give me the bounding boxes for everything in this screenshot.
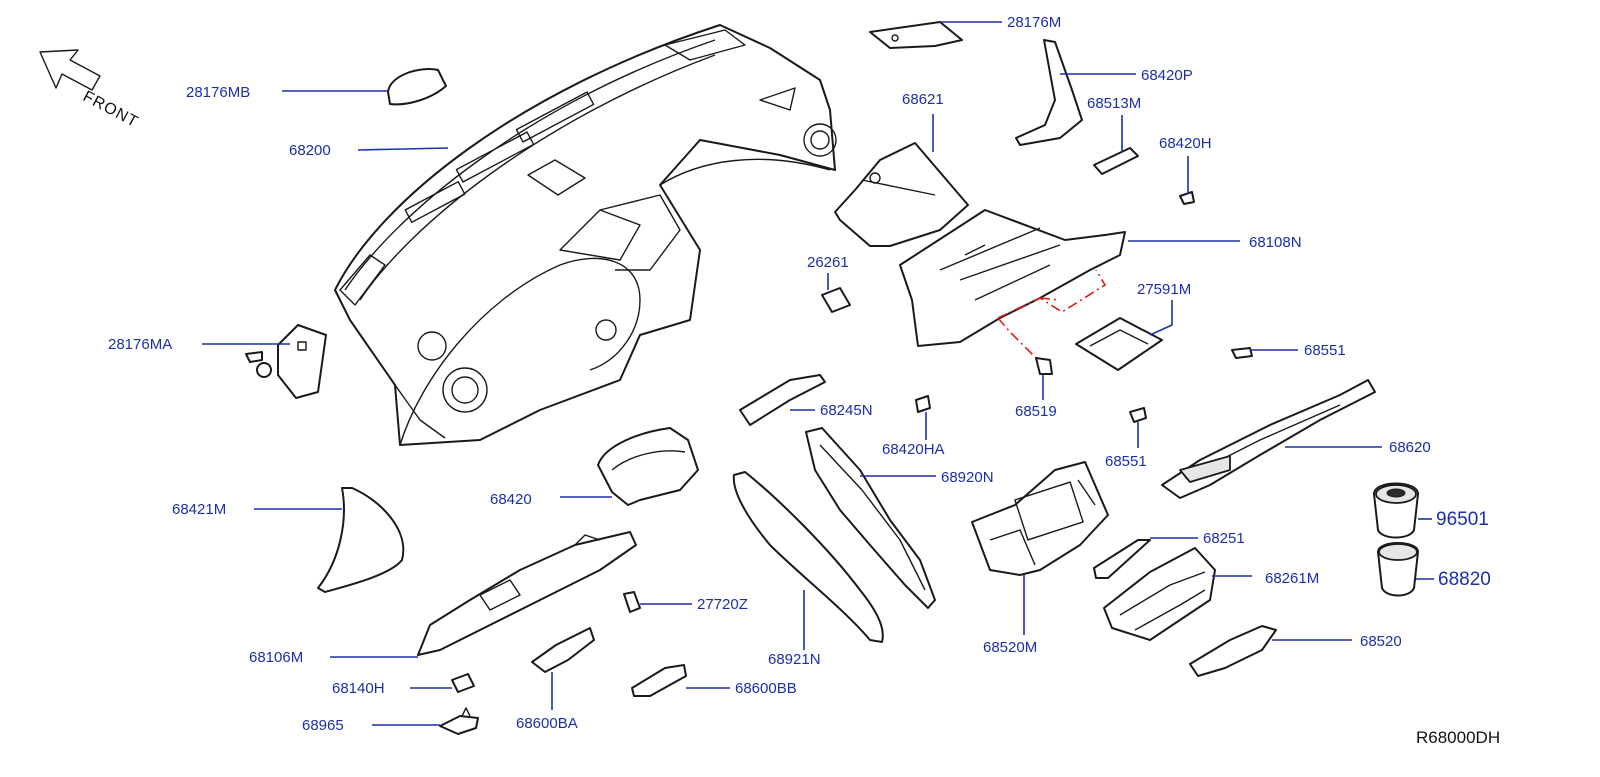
reference-code: R68000DH bbox=[1416, 728, 1501, 747]
strip-68251 bbox=[1093, 539, 1151, 579]
clip-68551-upper bbox=[1231, 347, 1253, 359]
label-68251: 68251 bbox=[1203, 530, 1245, 547]
bracket-68245N bbox=[739, 374, 826, 426]
label-28176MB: 28176MB bbox=[186, 84, 251, 101]
label-68420HA: 68420HA bbox=[882, 441, 945, 458]
label-26261: 26261 bbox=[807, 254, 849, 271]
clip-27720Z bbox=[623, 591, 641, 613]
clip-68420HA bbox=[915, 395, 931, 413]
label-68420: 68420 bbox=[490, 491, 532, 508]
filter-27591M bbox=[1075, 317, 1163, 371]
label-68621: 68621 bbox=[902, 91, 944, 108]
label-68920N: 68920N bbox=[941, 469, 994, 486]
label-68520: 68520 bbox=[1360, 633, 1402, 650]
label-27720Z: 27720Z bbox=[697, 596, 748, 613]
label-68106M: 68106M bbox=[249, 649, 304, 666]
cap-28176MB bbox=[387, 68, 447, 106]
label-68140H: 68140H bbox=[332, 680, 385, 697]
pad-68140H bbox=[451, 673, 475, 693]
cup-holder-68820 bbox=[1377, 542, 1419, 597]
dashed-link bbox=[997, 269, 1107, 363]
bulb-26261 bbox=[821, 287, 851, 313]
label-68245N: 68245N bbox=[820, 402, 873, 419]
label-68921N: 68921N bbox=[768, 651, 821, 668]
label-68620: 68620 bbox=[1389, 439, 1431, 456]
label-28176MA: 28176MA bbox=[108, 336, 173, 353]
finisher-68261M bbox=[1103, 547, 1216, 641]
leader-lines bbox=[202, 21, 1434, 726]
cover-68421M bbox=[317, 487, 405, 593]
label-68600BA: 68600BA bbox=[516, 715, 578, 732]
label-96501: 96501 bbox=[1436, 509, 1489, 530]
knob-68519 bbox=[1035, 357, 1053, 375]
instrument-panel-68200 bbox=[334, 24, 837, 446]
lower-panel-68620 bbox=[1161, 379, 1376, 499]
center-bezel-68520M bbox=[971, 461, 1109, 576]
glovebox-inner-68920N bbox=[805, 427, 936, 609]
glovebox-lid-68921N bbox=[732, 471, 884, 643]
label-68261M: 68261M bbox=[1265, 570, 1320, 587]
lower-cover-68106M bbox=[417, 531, 637, 656]
label-68513M: 68513M bbox=[1087, 95, 1142, 112]
label-68820: 68820 bbox=[1438, 569, 1491, 590]
label-68519: 68519 bbox=[1015, 403, 1057, 420]
duct-68621 bbox=[834, 142, 969, 247]
clip-68965 bbox=[439, 707, 479, 735]
trim-68520 bbox=[1189, 625, 1277, 677]
bracket-68600BB bbox=[631, 664, 687, 697]
label-68420P: 68420P bbox=[1141, 67, 1193, 84]
clip-68420H bbox=[1179, 191, 1195, 205]
bracket-28176MA bbox=[245, 324, 327, 399]
label-68551-upper: 68551 bbox=[1304, 342, 1346, 359]
cup-insert-96501 bbox=[1373, 482, 1419, 539]
clip-68551-lower bbox=[1129, 407, 1147, 423]
label-68108N: 68108N bbox=[1249, 234, 1302, 251]
cluster-hood-68420 bbox=[597, 427, 699, 506]
label-68420H: 68420H bbox=[1159, 135, 1212, 152]
label-68551-lower: 68551 bbox=[1105, 453, 1147, 470]
label-28176M: 28176M bbox=[1007, 14, 1062, 31]
label-68600BB: 68600BB bbox=[735, 680, 797, 697]
front-arrow-icon bbox=[39, 49, 101, 91]
label-68421M: 68421M bbox=[172, 501, 227, 518]
label-27591M: 27591M bbox=[1137, 281, 1192, 298]
label-68965: 68965 bbox=[302, 717, 344, 734]
bracket-68600BA bbox=[531, 627, 595, 673]
pillar-trim-68420P bbox=[1015, 39, 1083, 146]
label-68520M: 68520M bbox=[983, 639, 1038, 656]
glovebox-housing-68108N bbox=[899, 209, 1126, 347]
bracket-68513M bbox=[1093, 147, 1139, 175]
label-68200: 68200 bbox=[289, 142, 331, 159]
lid-28176M bbox=[869, 21, 963, 49]
